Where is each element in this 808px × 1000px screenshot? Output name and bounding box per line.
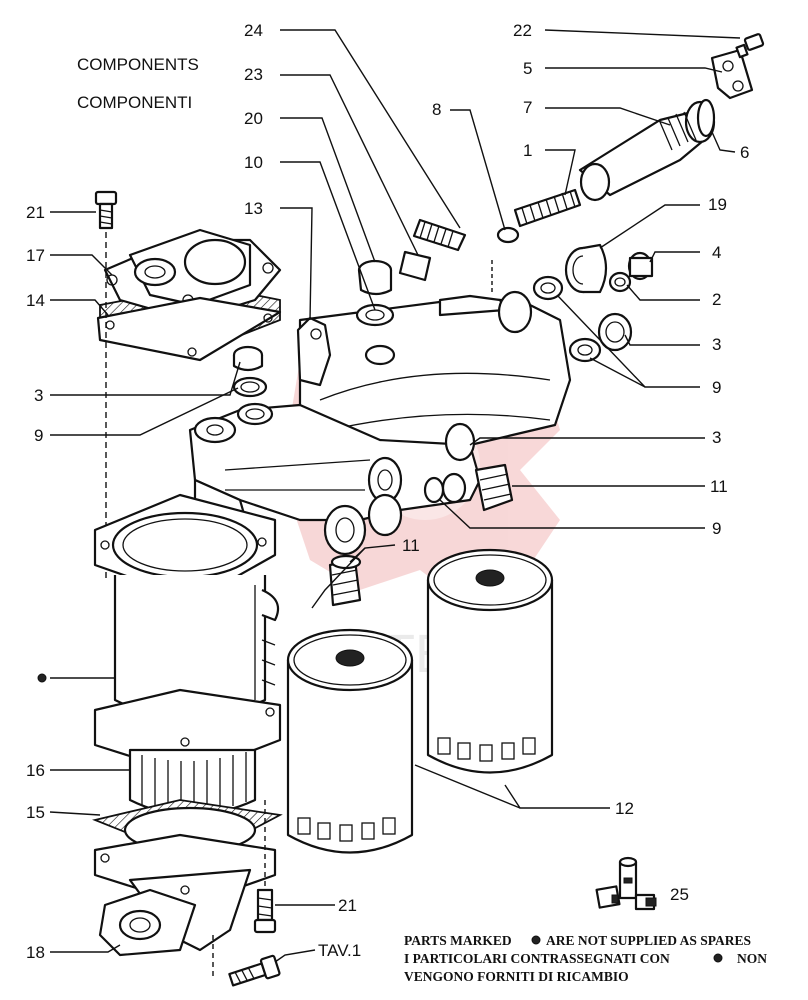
label-3-left: 3 — [34, 386, 43, 405]
part-25-kit — [595, 856, 657, 911]
note-line2-b: NON — [737, 951, 767, 966]
seal-plug-left — [232, 345, 274, 426]
right-seals — [532, 243, 654, 363]
label-10: 10 — [244, 153, 263, 172]
label-21-bottom: 21 — [338, 896, 357, 915]
not-supplied-marker — [37, 673, 47, 683]
label-6: 6 — [740, 143, 749, 162]
label-25: 25 — [670, 885, 689, 904]
label-8: 8 — [432, 100, 441, 119]
top-cover-assembly — [94, 190, 282, 580]
label-9-right: 9 — [712, 378, 721, 397]
label-23: 23 — [244, 65, 263, 84]
fittings — [328, 463, 514, 607]
label-13: 13 — [244, 199, 263, 218]
label-16: 16 — [26, 761, 45, 780]
label-24: 24 — [244, 21, 263, 40]
label-1: 1 — [523, 141, 532, 160]
filter-canister-left — [286, 628, 414, 854]
label-2: 2 — [712, 290, 721, 309]
note-line1-a: PARTS MARKED — [404, 933, 512, 948]
label-17: 17 — [26, 246, 45, 265]
note-marker-1 — [531, 935, 541, 945]
title-components-it: COMPONENTI — [77, 93, 192, 112]
label-14: 14 — [26, 291, 45, 310]
label-7: 7 — [523, 98, 532, 117]
label-22: 22 — [513, 21, 532, 40]
filter-housing — [188, 290, 572, 556]
leader-lines — [49, 29, 741, 963]
label-3-mid: 3 — [712, 428, 721, 447]
label-20: 20 — [244, 109, 263, 128]
valve-piston-assembly — [513, 33, 765, 228]
label-15: 15 — [26, 803, 45, 822]
label-12: 12 — [615, 799, 634, 818]
filter-canister-right — [426, 548, 554, 774]
small-parts-top — [355, 218, 520, 327]
label-9-left: 9 — [34, 426, 43, 445]
note-line1-b: ARE NOT SUPPLIED AS SPARES — [546, 933, 751, 948]
label-3-right: 3 — [712, 335, 721, 354]
spares-note: PARTS MARKED ARE NOT SUPPLIED AS SPARES … — [404, 933, 767, 984]
label-9-mid: 9 — [712, 519, 721, 538]
label-21-top: 21 — [26, 203, 45, 222]
note-marker-2 — [713, 953, 723, 963]
label-18: 18 — [26, 943, 45, 962]
lower-filter-housing — [92, 493, 283, 987]
label-11-mid: 11 — [402, 536, 420, 555]
label-19: 19 — [708, 195, 727, 214]
title-components-en: COMPONENTS — [77, 55, 199, 74]
note-line2-a: I PARTICOLARI CONTRASSEGNATI CON — [404, 951, 670, 966]
label-5: 5 — [523, 59, 532, 78]
part-number-labels: 24 23 20 10 13 8 22 5 7 1 6 19 4 2 3 9 3… — [26, 21, 749, 962]
label-tav1: TAV.1 — [318, 941, 361, 960]
label-11-right: 11 — [710, 477, 728, 496]
label-4: 4 — [712, 243, 721, 262]
note-line3: VENGONO FORNITI DI RICAMBIO — [404, 969, 629, 984]
